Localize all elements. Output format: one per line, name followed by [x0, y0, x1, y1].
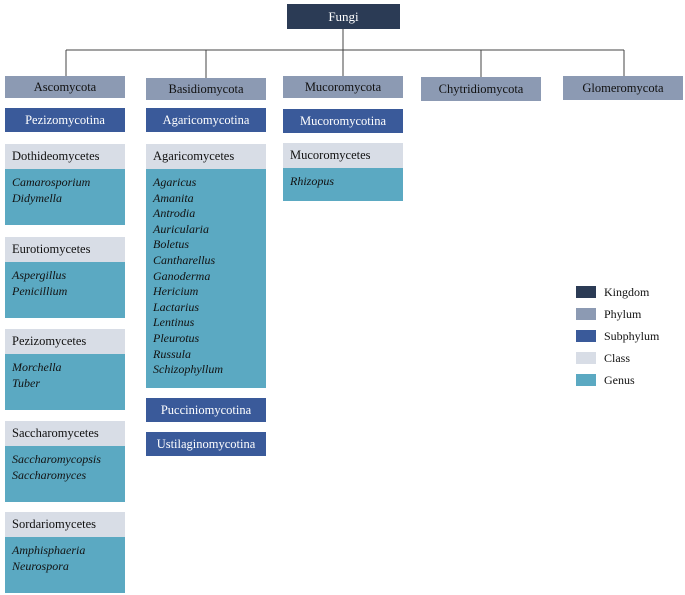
legend-label: Kingdom: [604, 284, 650, 299]
genus-item: Saccharomyces: [12, 467, 87, 482]
legend-swatch: [576, 374, 596, 386]
legend-item-genus: Genus: [576, 369, 681, 391]
genus-item: Aspergillus: [12, 268, 67, 282]
genus-item: Schizophyllum: [153, 362, 223, 377]
legend-label: Genus: [604, 372, 635, 387]
genus-item: Lentinus: [153, 315, 195, 330]
genus-item: Russula: [153, 346, 192, 361]
genus-item: Hericium: [153, 284, 199, 299]
genus-item: Camarosporium: [12, 175, 91, 189]
phylum-basidiomycota: Basidiomycota: [146, 78, 266, 100]
legend-item-phylum: Phylum: [576, 303, 681, 325]
genus-item: Rhizopus: [290, 174, 335, 188]
genus-item: Amanita: [153, 190, 194, 205]
genus-item: Antrodia: [153, 206, 196, 221]
genus-item: Tuber: [12, 375, 41, 390]
legend: Kingdom Phylum Subphylum Class Genus: [576, 281, 681, 391]
legend-swatch: [576, 286, 596, 298]
legend-label: Phylum: [604, 306, 642, 321]
legend-swatch: [576, 352, 596, 364]
genus-list-sordariomycetes: Amphisphaeria Neurospora: [5, 537, 125, 593]
genus-item: Auricularia: [153, 221, 209, 236]
subphylum-pucciniomycotina: Pucciniomycotina: [146, 398, 266, 422]
phylum-glomeromycota: Glomeromycota: [563, 76, 683, 100]
genus-item: Saccharomycopsis: [12, 452, 101, 466]
class-sordariomycetes: Sordariomycetes: [5, 512, 125, 537]
genus-item: Penicillium: [12, 283, 68, 298]
genus-list-saccharomycetes: Saccharomycopsis Saccharomyces: [5, 446, 125, 502]
subphylum-pezizomycotina: Pezizomycotina: [5, 108, 125, 132]
legend-swatch: [576, 308, 596, 320]
legend-item-class: Class: [576, 347, 681, 369]
genus-list-eurotiomycetes: Aspergillus Penicillium: [5, 262, 125, 318]
genus-item: Lactarius: [153, 299, 200, 314]
class-saccharomycetes: Saccharomycetes: [5, 421, 125, 446]
genus-item: Didymella: [12, 190, 62, 205]
legend-swatch: [576, 330, 596, 342]
genus-item: Ganoderma: [153, 268, 211, 283]
legend-label: Subphylum: [604, 328, 660, 343]
genus-item: Neurospora: [12, 558, 69, 573]
genus-item: Pleurotus: [153, 330, 200, 345]
legend-item-kingdom: Kingdom: [576, 281, 681, 303]
genus-item: Agaricus: [153, 175, 197, 189]
kingdom-node: Fungi: [287, 4, 400, 29]
genus-item: Cantharellus: [153, 252, 216, 267]
genus-item: Morchella: [12, 360, 62, 374]
phylum-chytridiomycota: Chytridiomycota: [421, 77, 541, 101]
class-eurotiomycetes: Eurotiomycetes: [5, 237, 125, 262]
subphylum-agaricomycotina: Agaricomycotina: [146, 108, 266, 132]
genus-item: Boletus: [153, 237, 189, 252]
legend-label: Class: [604, 350, 631, 365]
subphylum-mucoromycotina: Mucoromycotina: [283, 109, 403, 133]
subphylum-ustilaginomycotina: Ustilaginomycotina: [146, 432, 266, 456]
phylum-mucoromycota: Mucoromycota: [283, 76, 403, 98]
legend-item-subphylum: Subphylum: [576, 325, 681, 347]
class-agaricomycetes: Agaricomycetes: [146, 144, 266, 169]
genus-list-mucoromycetes: Rhizopus: [283, 168, 403, 201]
genus-list-agaricomycetes: Agaricus Amanita Antrodia Auricularia Bo…: [146, 169, 266, 388]
genus-list-dothideomycetes: Camarosporium Didymella: [5, 169, 125, 225]
genus-list-pezizomycetes: Morchella Tuber: [5, 354, 125, 410]
genus-item: Amphisphaeria: [12, 543, 86, 557]
phylum-ascomycota: Ascomycota: [5, 76, 125, 98]
class-mucoromycetes: Mucoromycetes: [283, 143, 403, 168]
class-dothideomycetes: Dothideomycetes: [5, 144, 125, 169]
class-pezizomycetes: Pezizomycetes: [5, 329, 125, 354]
